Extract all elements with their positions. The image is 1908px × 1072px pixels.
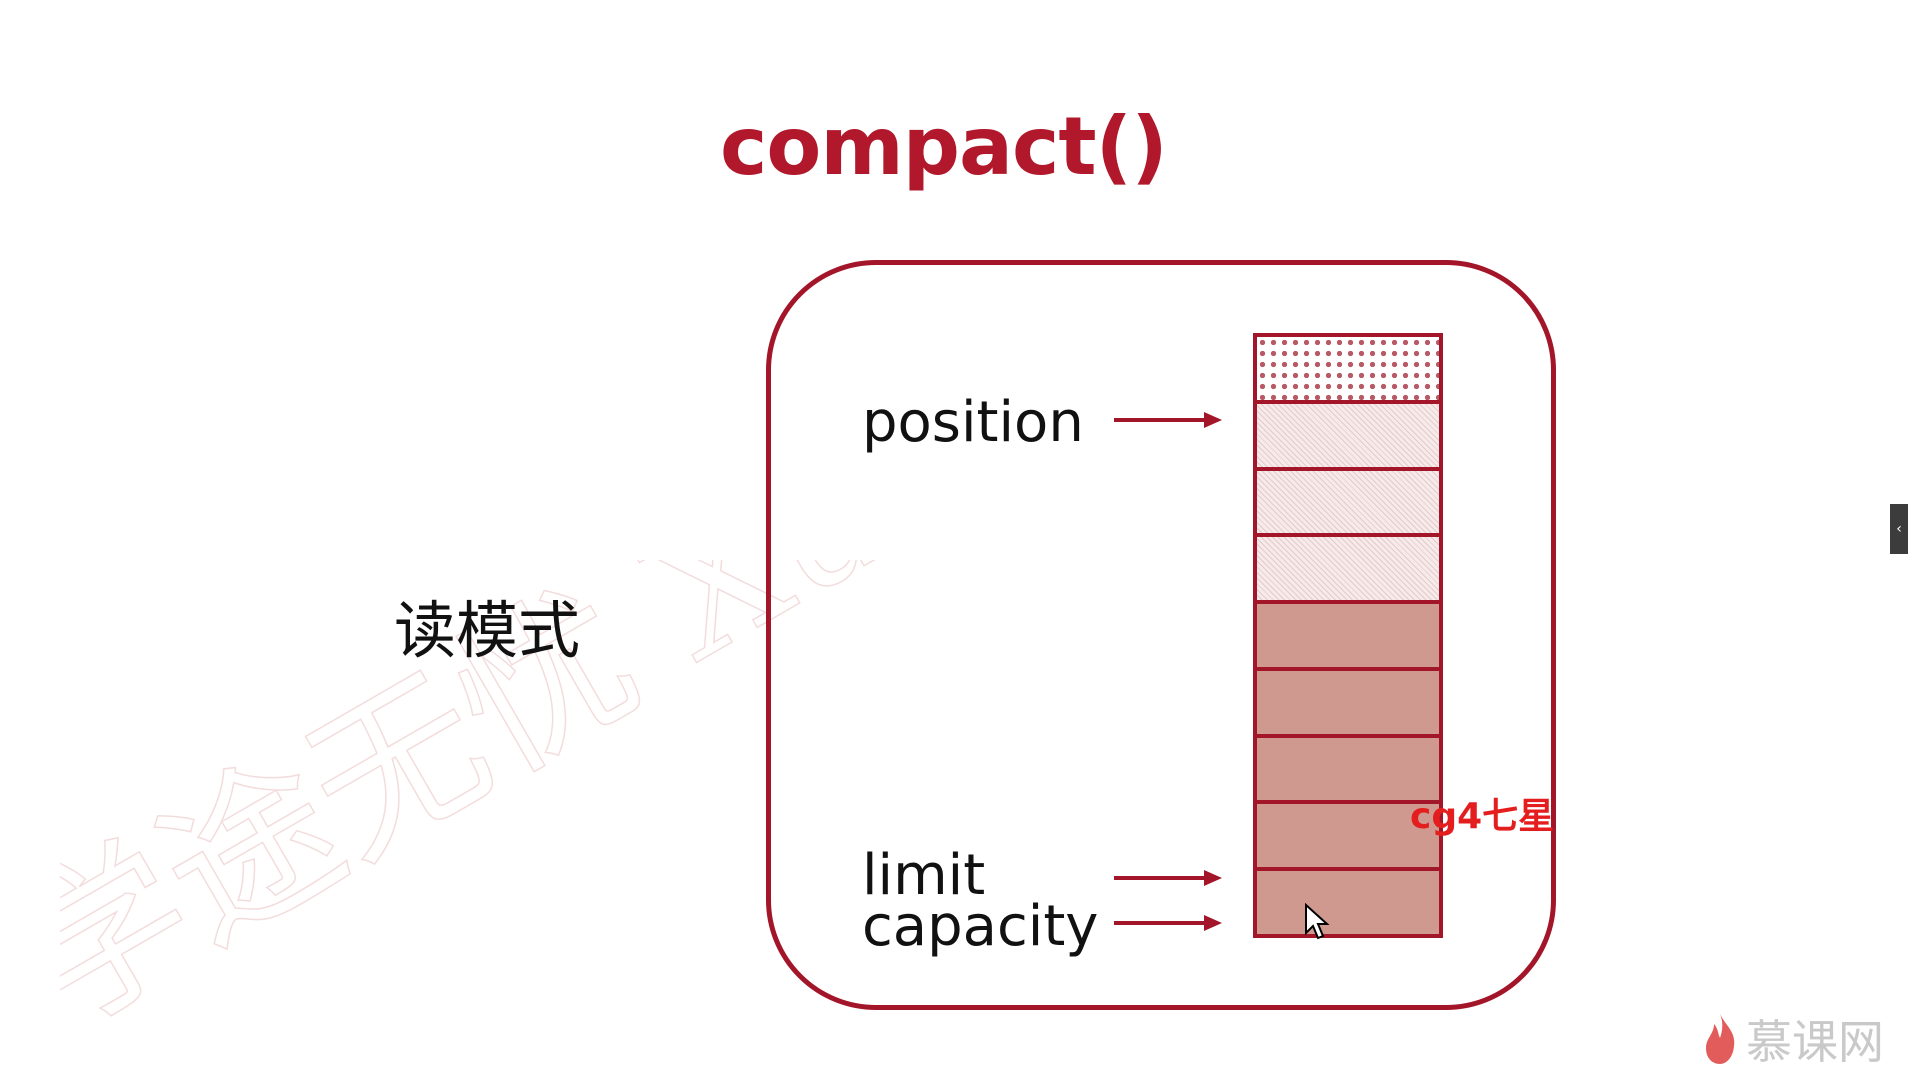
buffer-cell-filled — [1257, 871, 1439, 935]
chevron-left-icon[interactable]: ‹ — [1890, 504, 1908, 554]
brand-logo: 慕课网 — [1700, 1006, 1884, 1072]
limit-arrow — [1114, 870, 1222, 886]
buffer-cell-hatch — [1257, 403, 1439, 471]
limit-label: limit — [862, 843, 986, 908]
brand-name: 慕课网 — [1746, 1015, 1884, 1069]
buffer-column — [1253, 333, 1443, 938]
capacity-label: capacity — [862, 894, 1099, 959]
mouse-pointer-icon — [1305, 903, 1330, 940]
diagram-frame — [766, 260, 1556, 1010]
capacity-arrow — [1114, 915, 1222, 931]
position-arrow — [1114, 412, 1222, 428]
position-label: position — [862, 390, 1084, 455]
tag-label: cg4七星 — [1410, 796, 1555, 837]
buffer-cell-filled — [1257, 804, 1439, 872]
buffer-cell-hatch — [1257, 470, 1439, 538]
page-title: compact() — [720, 100, 1168, 193]
mode-label: 读模式 — [394, 594, 581, 667]
buffer-cell-filled — [1257, 670, 1439, 738]
buffer-cell-dots — [1257, 337, 1439, 404]
buffer-cell-filled — [1257, 604, 1439, 671]
buffer-cell-hatch — [1257, 537, 1439, 605]
flame-icon — [1706, 1014, 1735, 1064]
buffer-cell-filled — [1257, 737, 1439, 805]
